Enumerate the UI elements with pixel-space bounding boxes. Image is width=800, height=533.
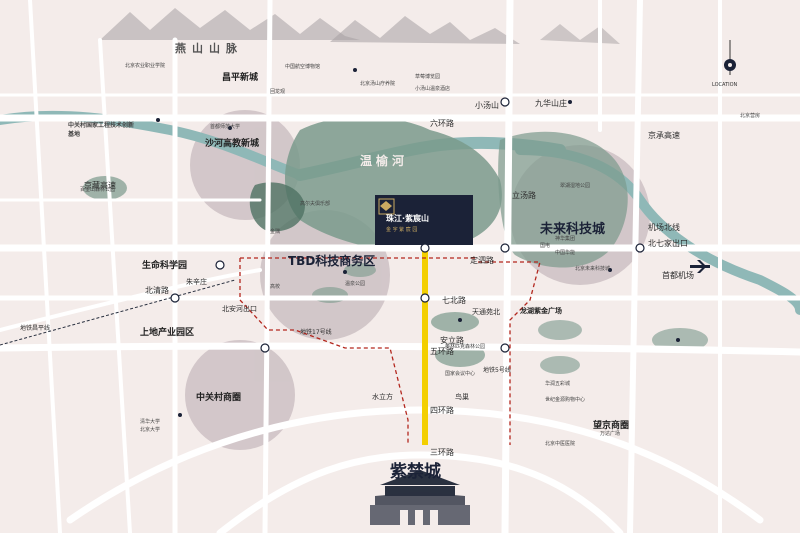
mountain-range <box>100 8 620 44</box>
road-qibei: 七北路 <box>442 296 466 305</box>
poi-tiantong: 天通苑北 <box>472 308 500 316</box>
project-marker <box>375 195 473 245</box>
compass-icon <box>724 40 736 75</box>
poi-zhuxin: 朱辛庄 <box>186 278 207 286</box>
red-boundary <box>239 257 541 445</box>
area-wenyuhe: 温榆河 <box>360 154 409 168</box>
metro-5: 地铁5号线 <box>483 367 511 374</box>
poi-pins <box>156 68 680 417</box>
area-shengming: 生命科学园 <box>142 261 188 271</box>
poi-huilongguan: 回龙观 <box>270 89 286 95</box>
metro-stations <box>170 97 645 353</box>
area-zijincheng: 紫禁城 <box>390 462 441 482</box>
poi-beijing-film: 北京农业职业学院 <box>125 63 166 69</box>
metro-line-dashed <box>0 279 236 346</box>
poi-cuihu: 翠湖湿地公园 <box>560 183 591 189</box>
poi-wanda: 万达广场 <box>600 431 621 437</box>
poi-xiaotang-hospital: 北京汤山疗养院 <box>360 81 396 87</box>
mountains-label: 燕山山脉 <box>175 42 243 55</box>
road-anli: 安立路 <box>440 336 464 345</box>
poi-niaochao: 鸟巢 <box>455 393 469 401</box>
poi-dongfang: 草莓博览园 <box>415 74 441 80</box>
poi-zhongguanyiyuan: 北京中医医院 <box>545 441 576 447</box>
poi-yanqing: 首都师范大学 <box>210 124 241 130</box>
poi-jinyu: 金隅 <box>270 229 281 235</box>
road-beiwuhuan: 北清路 <box>145 286 169 295</box>
area-jianshu: 中关村国家工程技术创新基地 <box>68 122 135 138</box>
poi-aoti: 奥林匹克森林公园 <box>445 344 486 350</box>
poi-xiaotang: 小汤山 <box>475 101 499 110</box>
road-r6: 六环路 <box>430 119 454 128</box>
poi-golf: 高尔夫俱乐部 <box>300 201 331 207</box>
poi-beian: 北安河出口 <box>222 305 257 313</box>
poi-yingyuan: 北京营房 <box>740 113 761 119</box>
poi-wenquan: 温泉公园 <box>345 281 366 287</box>
area-longhu: 龙湖紫金广场 <box>520 307 562 315</box>
poi-shoudu: 首都机场 <box>662 271 694 280</box>
area-shahe: 沙河高教新城 <box>205 139 260 149</box>
area-wangjing: 望京商圈 <box>593 421 630 431</box>
poi-jiudian: 小汤山温泉酒店 <box>415 86 451 92</box>
poi-baiwang: 百望山森林公园 <box>80 187 116 193</box>
poi-weilaikeji: 北京未来科技城 <box>575 266 611 272</box>
airport-plane-icon <box>690 260 710 273</box>
forbidden-city-icon <box>370 470 470 525</box>
road-jichang: 机场北线 <box>648 223 680 232</box>
poi-shijimaoyi: 世纪金源购物中心 <box>545 397 586 403</box>
area-tbd: TBD科技商务区 <box>288 254 376 268</box>
road-beiqijia: 北七家出口 <box>648 239 688 248</box>
road-dingsi: 定泗路 <box>470 256 494 265</box>
road-lishui: 立汤路 <box>512 191 536 200</box>
poi-guojiayi: 国家会议中心 <box>445 371 476 377</box>
poi-guodian: 国电 <box>540 243 551 249</box>
area-zgc: 中关村商圈 <box>196 393 242 403</box>
metro-changping: 地铁昌平线 <box>20 325 51 332</box>
poi-beida: 北京大学 <box>140 427 161 433</box>
area-weilai: 未来科技城 <box>540 222 606 237</box>
compass-label: LOCATION <box>712 82 738 88</box>
poi-gaoxiao: 高校 <box>270 284 281 290</box>
project-sub: 金 宇 紫 宸 园 <box>386 227 418 233</box>
poi-jiuhua: 九华山庄 <box>535 99 567 108</box>
poi-zhonghua: 中国华能 <box>555 250 576 256</box>
road-r4: 四环路 <box>430 406 454 415</box>
area-changping: 昌平新城 <box>222 73 259 83</box>
poi-qinghua: 清华大学 <box>140 419 161 425</box>
road-r5: 五环路 <box>430 347 454 356</box>
road-r3: 三环路 <box>430 448 454 457</box>
poi-shenhua: 神华集团 <box>555 236 576 242</box>
area-shangdi: 上地产业园区 <box>140 328 195 338</box>
road-jingzang: 京藏高速 <box>84 181 116 190</box>
metro-17: 地铁17号线 <box>300 329 332 336</box>
poi-shuilifang: 水立方 <box>372 393 393 401</box>
poi-huarun: 华润五彩城 <box>545 381 571 387</box>
poi-aviation: 中国航空博物馆 <box>285 64 321 70</box>
project-name: 珠江·紫宸山 <box>386 214 430 223</box>
road-jinghuan: 京承高速 <box>648 131 680 140</box>
